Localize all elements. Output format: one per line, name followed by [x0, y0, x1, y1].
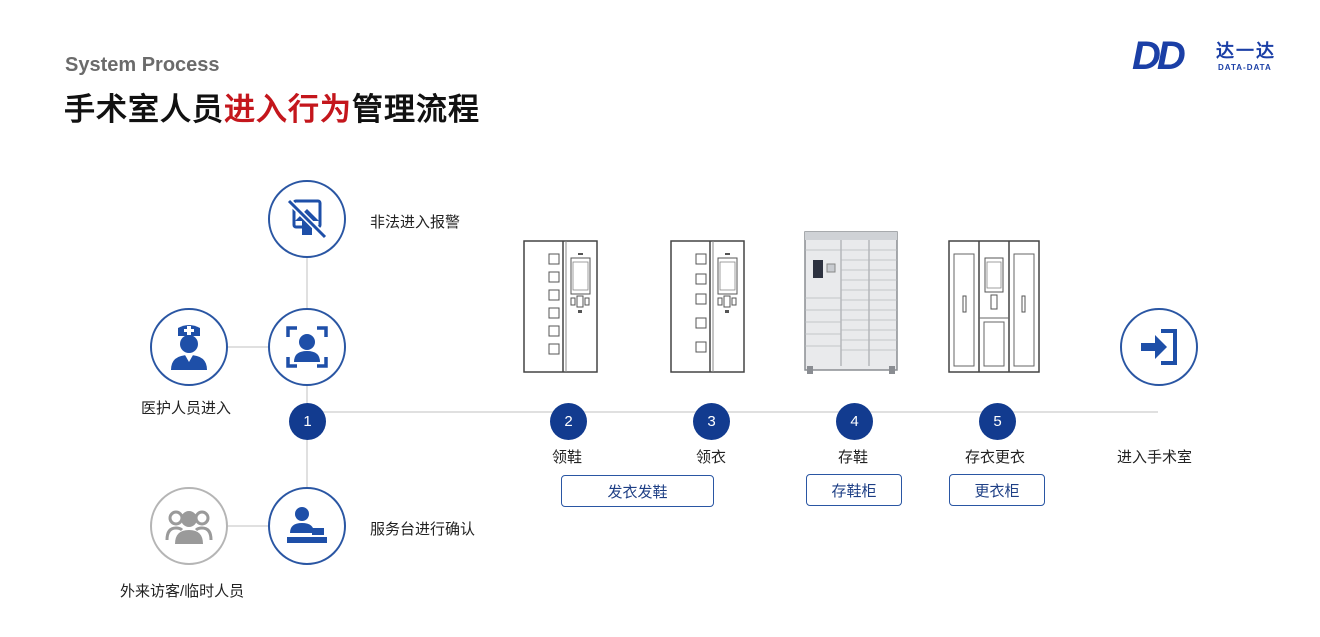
- step-1-badge: 1: [289, 403, 326, 440]
- step-2-badge: 2: [550, 403, 587, 440]
- logo-mark: DD: [1132, 34, 1186, 78]
- section-subtitle: System Process: [65, 54, 220, 76]
- no-entry-icon: [286, 198, 328, 240]
- face-recognition-circle: [268, 308, 346, 386]
- no-entry-alarm-circle: [268, 180, 346, 258]
- enter-or-label: 进入手术室: [1117, 449, 1193, 466]
- title-highlight: 进入行为: [224, 92, 352, 127]
- title-part2: 管理流程: [352, 92, 480, 127]
- alarm-label: 非法进入报警: [370, 214, 461, 231]
- enter-icon: [1141, 329, 1177, 365]
- staff-label: 医护人员进入: [141, 400, 232, 417]
- clothes-dispenser-cabinet: [670, 240, 745, 373]
- page-title: 手术室人员进入行为管理流程: [64, 84, 480, 129]
- title-part1: 手术室人员: [64, 92, 224, 127]
- medical-staff-circle: [150, 308, 228, 386]
- visitor-label: 外来访客/临时人员: [120, 583, 245, 600]
- shoe-cabinet-box: 存鞋柜: [806, 474, 902, 506]
- service-desk-circle: [268, 487, 346, 565]
- service-label: 服务台进行确认: [370, 521, 476, 538]
- step-5-badge: 5: [979, 403, 1016, 440]
- visitor-circle: [150, 487, 228, 565]
- logo-name-cn: 达一达: [1216, 41, 1276, 61]
- changing-locker-cabinet: [948, 240, 1040, 373]
- face-scan-icon: [286, 326, 328, 368]
- step-3-label: 领衣: [696, 449, 727, 466]
- step-4-label: 存鞋: [838, 449, 869, 466]
- dispense-box: 发衣发鞋: [561, 475, 714, 507]
- nurse-icon: [171, 325, 207, 370]
- logo-name-en: DATA-DATA: [1218, 63, 1272, 72]
- step-2-label: 领鞋: [552, 449, 583, 466]
- shoe-locker-cabinet: [804, 231, 898, 374]
- enter-or-circle: [1120, 308, 1198, 386]
- changing-cabinet-box: 更衣柜: [949, 474, 1045, 506]
- step-3-badge: 3: [693, 403, 730, 440]
- shoe-dispenser-cabinet: [523, 240, 598, 373]
- brand-logo: DD 达一达 DATA-DATA: [1132, 34, 1302, 78]
- visitor-group-icon: [165, 510, 213, 544]
- step-5-label: 存衣更衣: [965, 449, 1026, 466]
- service-desk-icon: [287, 507, 327, 543]
- step-4-badge: 4: [836, 403, 873, 440]
